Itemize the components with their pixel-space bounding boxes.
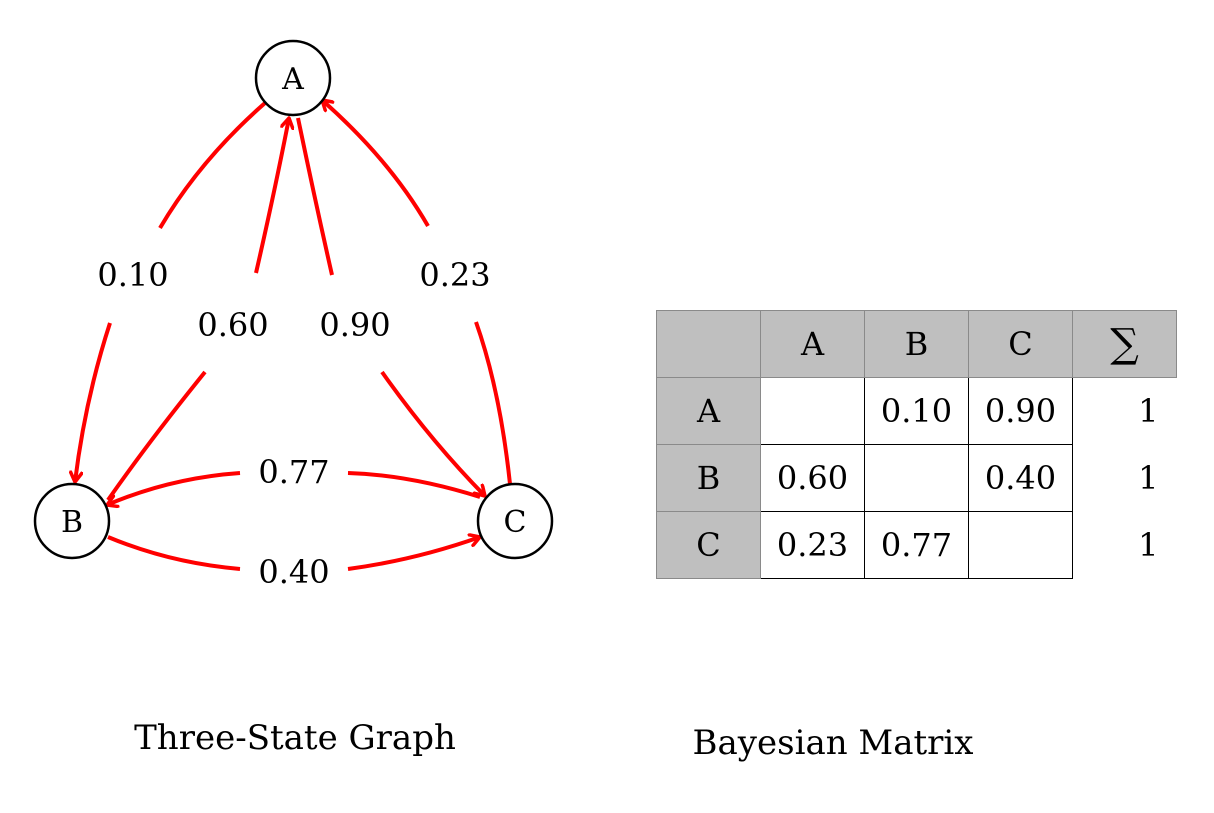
matrix-row-a: A 0.10 0.90 1 — [656, 377, 1177, 445]
matrix-row-header-b: B — [656, 444, 761, 512]
edge-b-to-a: 0.60 — [106, 118, 289, 502]
three-state-graph: 0.10 0.60 0.90 0.23 0.77 0.40 A B C — [33, 39, 554, 591]
matrix-row-header-c: C — [656, 511, 761, 579]
node-label-a: A — [281, 62, 304, 97]
matrix-cell-c-c — [968, 511, 1073, 579]
matrix-row-sum-a: 1 — [1138, 392, 1159, 431]
edge-c-to-b: 0.77 — [107, 453, 481, 505]
matrix-row-sum-c: 1 — [1138, 526, 1159, 564]
matrix-sum-header: ∑ — [1072, 310, 1177, 378]
matrix-row-b: B 0.60 0.40 1 — [656, 444, 1177, 512]
matrix-col-header-c: C — [968, 310, 1073, 378]
graph-caption: Three-State Graph — [134, 718, 456, 758]
edge-b-to-c: 0.40 — [107, 537, 480, 591]
edge-a-to-c: 0.90 — [296, 117, 485, 496]
matrix-cell-b-c: 0.40 — [968, 444, 1073, 512]
edge-a-to-b: 0.10 — [75, 101, 267, 482]
bayesian-matrix-table: A B C ∑ A 0.10 0.90 1 B 0.60 0.40 1 C 0.… — [656, 310, 1177, 579]
matrix-corner-cell — [656, 310, 761, 378]
edge-label-b-to-a: 0.60 — [197, 306, 268, 344]
matrix-cell-b-b — [864, 444, 969, 512]
matrix-cell-c-a: 0.23 — [760, 511, 865, 579]
edge-label-a-to-c: 0.90 — [319, 306, 390, 344]
matrix-cell-a-c: 0.90 — [968, 377, 1073, 445]
matrix-row-header-a: A — [656, 377, 761, 445]
node-b: B — [33, 482, 111, 560]
matrix-header-row: A B C ∑ — [656, 310, 1177, 378]
edge-label-c-to-b: 0.77 — [258, 453, 329, 491]
matrix-row-c: C 0.23 0.77 1 — [656, 511, 1177, 579]
node-a: A — [254, 39, 332, 117]
matrix-cell-a-a — [760, 377, 865, 445]
edge-label-c-to-a: 0.23 — [419, 256, 490, 294]
node-c: C — [476, 482, 554, 560]
edge-label-b-to-c: 0.40 — [258, 553, 329, 591]
matrix-cell-a-b: 0.10 — [864, 377, 969, 445]
node-label-c: C — [504, 505, 527, 540]
node-label-b: B — [61, 505, 83, 540]
edge-label-a-to-b: 0.10 — [97, 256, 168, 294]
matrix-col-header-a: A — [760, 310, 865, 378]
matrix-cell-c-b: 0.77 — [864, 511, 969, 579]
edge-c-to-a: 0.23 — [322, 100, 512, 485]
matrix-cell-b-a: 0.60 — [760, 444, 865, 512]
matrix-col-header-b: B — [864, 310, 969, 378]
matrix-row-sum-b: 1 — [1138, 459, 1159, 497]
matrix-caption: Bayesian Matrix — [692, 723, 974, 763]
